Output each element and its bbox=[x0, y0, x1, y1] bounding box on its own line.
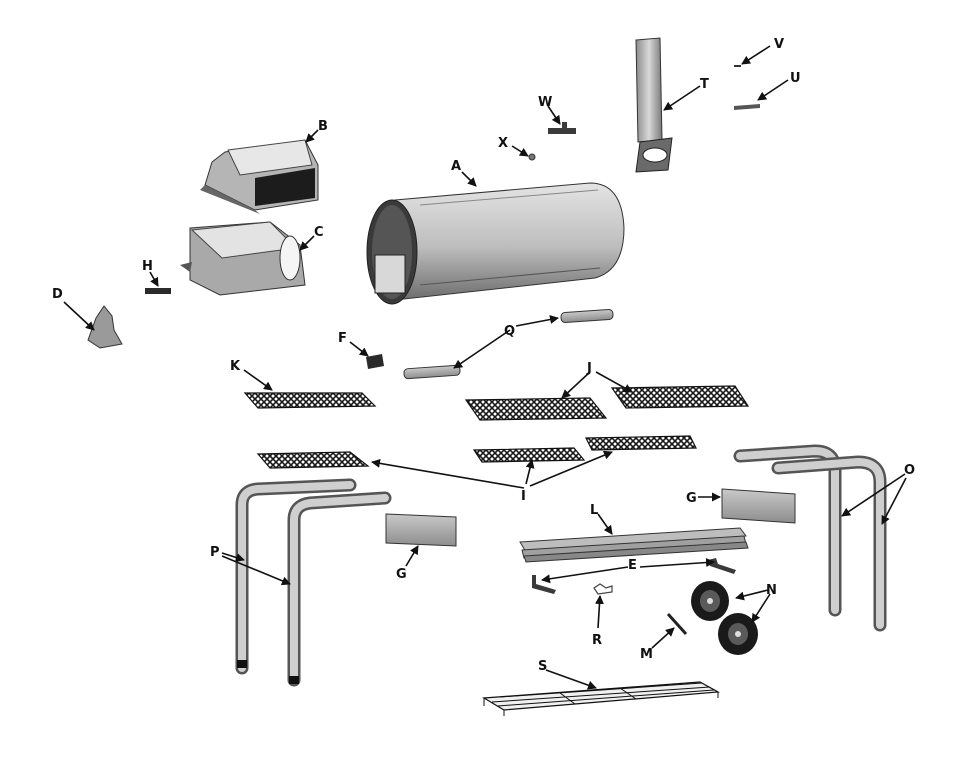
label-d: D bbox=[52, 287, 63, 302]
label-b: B bbox=[318, 119, 328, 134]
label-u: U bbox=[790, 71, 801, 86]
part-b-firebox-lid bbox=[200, 139, 319, 214]
label-m: M bbox=[640, 647, 653, 662]
label-h: H bbox=[142, 259, 153, 274]
part-o-legs-right bbox=[733, 444, 887, 632]
label-v: V bbox=[774, 37, 784, 52]
part-j-grates bbox=[464, 385, 750, 421]
label-j: J bbox=[586, 361, 592, 376]
part-w-damper-handle bbox=[548, 122, 576, 134]
label-g-left: G bbox=[396, 567, 407, 582]
part-h-handle bbox=[145, 288, 171, 294]
part-u-cap bbox=[734, 104, 760, 110]
part-d-damper bbox=[87, 305, 123, 349]
part-x-knob bbox=[528, 153, 536, 161]
label-p: P bbox=[210, 545, 220, 560]
part-g-plates bbox=[385, 488, 796, 547]
part-labels: A B C D E F G G H I J K L M N O P Q R S … bbox=[52, 37, 915, 674]
label-x: X bbox=[498, 136, 508, 151]
label-n: N bbox=[766, 583, 777, 598]
label-i: I bbox=[521, 489, 526, 504]
part-r-clip bbox=[593, 583, 613, 595]
label-f: F bbox=[338, 331, 347, 346]
label-w: W bbox=[538, 95, 552, 110]
part-s-rack bbox=[482, 681, 721, 716]
label-s: S bbox=[538, 659, 547, 674]
label-k: K bbox=[230, 359, 241, 374]
part-p-legs-left bbox=[235, 478, 392, 687]
part-e-brackets bbox=[532, 558, 736, 594]
part-k-grate bbox=[243, 392, 377, 409]
label-g-right: G bbox=[686, 491, 697, 506]
label-e: E bbox=[628, 558, 637, 573]
part-q-handles bbox=[403, 308, 614, 380]
label-l: L bbox=[590, 503, 598, 518]
part-c-firebox bbox=[180, 221, 306, 296]
callout-arrows bbox=[63, 45, 907, 690]
label-c: C bbox=[314, 225, 324, 240]
part-i-grates bbox=[256, 435, 697, 469]
label-q: Q bbox=[504, 324, 515, 339]
label-r: R bbox=[592, 633, 602, 648]
part-m-axle bbox=[666, 612, 688, 636]
part-t-chimney bbox=[635, 37, 673, 173]
part-f-bracket bbox=[366, 354, 384, 369]
label-o: O bbox=[904, 463, 915, 478]
part-n-wheels bbox=[691, 581, 758, 655]
part-a-barrel bbox=[366, 182, 625, 305]
label-t: T bbox=[700, 77, 709, 92]
part-l-shelf bbox=[519, 527, 749, 563]
label-a: A bbox=[451, 159, 461, 174]
